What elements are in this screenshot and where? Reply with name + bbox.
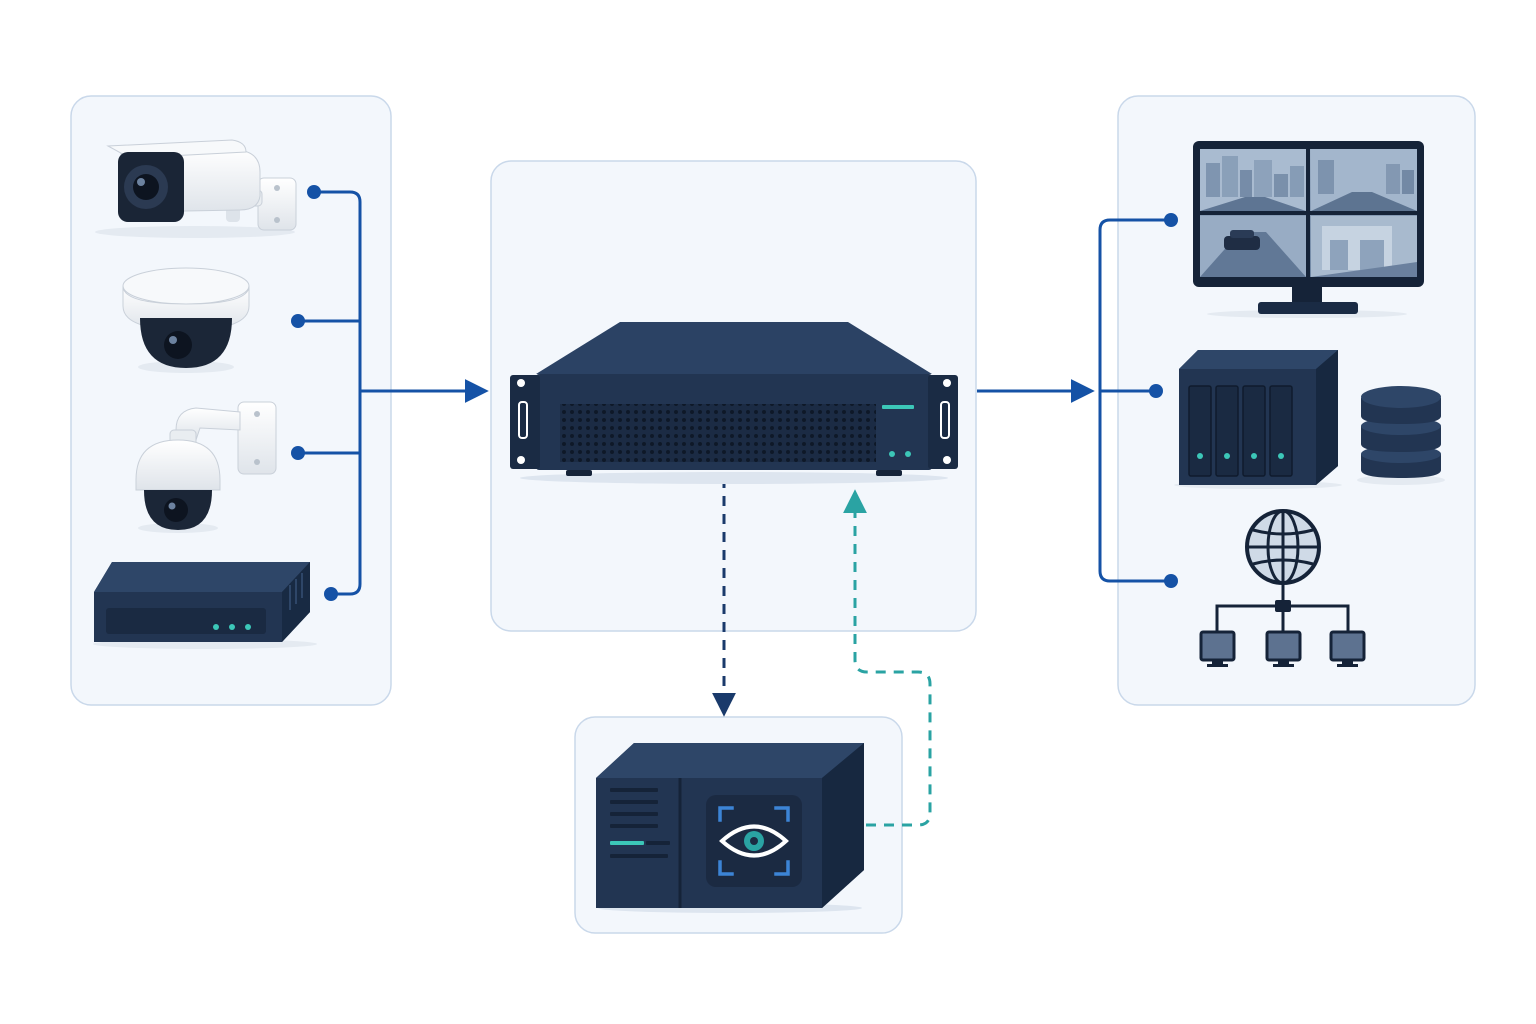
- recorder-box-icon: [93, 562, 317, 649]
- outputs-connector-bus: [977, 218, 1170, 583]
- eye-icon: [706, 795, 802, 887]
- sources-connector-dots: [291, 185, 338, 601]
- outputs-connector-dots: [1149, 213, 1178, 588]
- video-wall-monitor-icon: [1193, 141, 1424, 318]
- database-icon: [1357, 386, 1445, 485]
- sources-connector-bus: [298, 190, 489, 596]
- from-analytics-dashed-connector: [843, 489, 932, 827]
- bullet-camera-icon: [95, 139, 297, 238]
- network-distribution-icon: [1199, 509, 1366, 667]
- dome-camera-icon: [122, 267, 250, 373]
- nas-storage-icon: [1174, 350, 1342, 489]
- ptz-camera-icon: [135, 401, 277, 533]
- rack-server-icon: [510, 322, 958, 484]
- sources-panel: [70, 95, 392, 706]
